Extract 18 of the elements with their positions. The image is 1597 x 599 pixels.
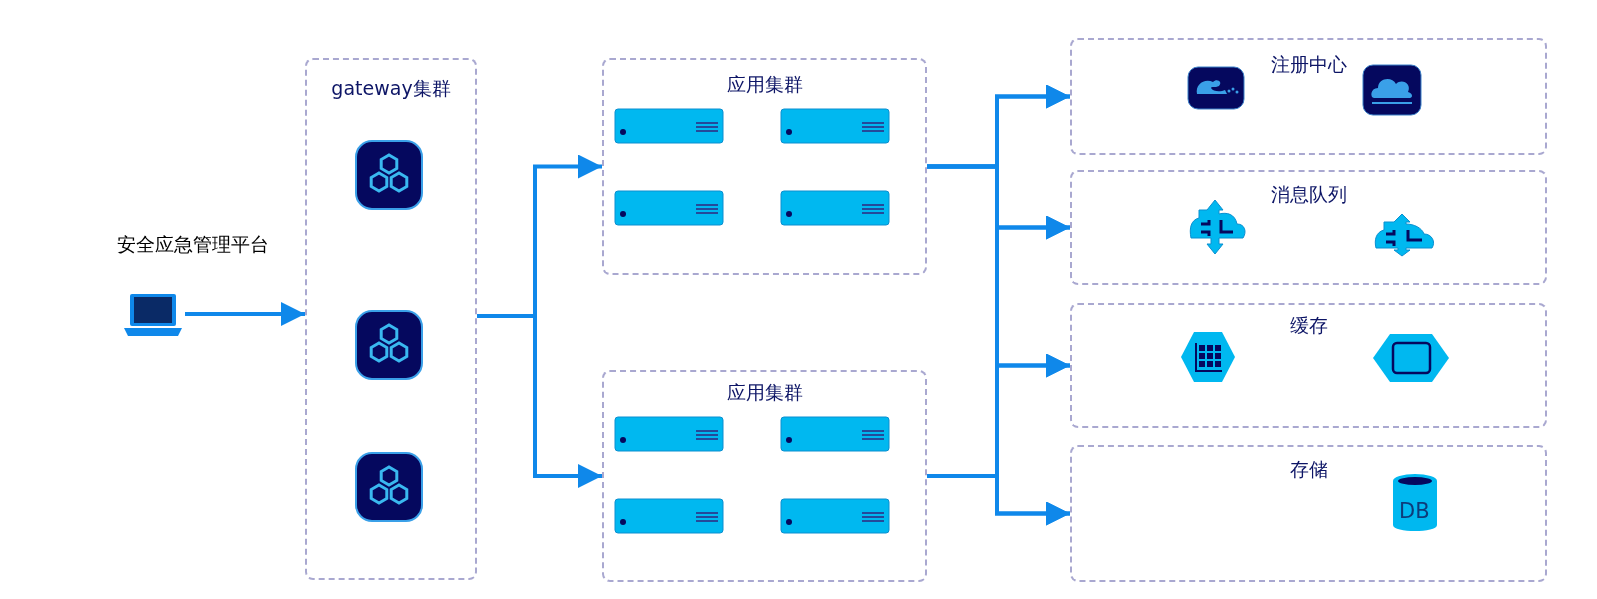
platform-label: 安全应急管理平台 (115, 232, 270, 257)
arrow (185, 302, 305, 326)
cluster-title: 应用集群 (726, 72, 803, 97)
cluster-title: gateway集群 (331, 76, 451, 101)
cluster-group (1070, 445, 1547, 582)
cluster-group (602, 58, 927, 275)
cluster-title: 消息队列 (1270, 182, 1347, 207)
cluster-group (1070, 303, 1547, 428)
cluster-title: 存储 (1289, 457, 1328, 482)
cluster-group (1070, 38, 1547, 155)
cluster-group (1070, 170, 1547, 285)
cluster-group (602, 370, 927, 582)
database-label: DB (1399, 499, 1430, 523)
cluster-group (305, 58, 477, 580)
arrow (477, 314, 602, 488)
cluster-title: 缓存 (1289, 313, 1328, 338)
cluster-title: 应用集群 (726, 380, 803, 405)
cluster-title: 注册中心 (1270, 52, 1347, 77)
